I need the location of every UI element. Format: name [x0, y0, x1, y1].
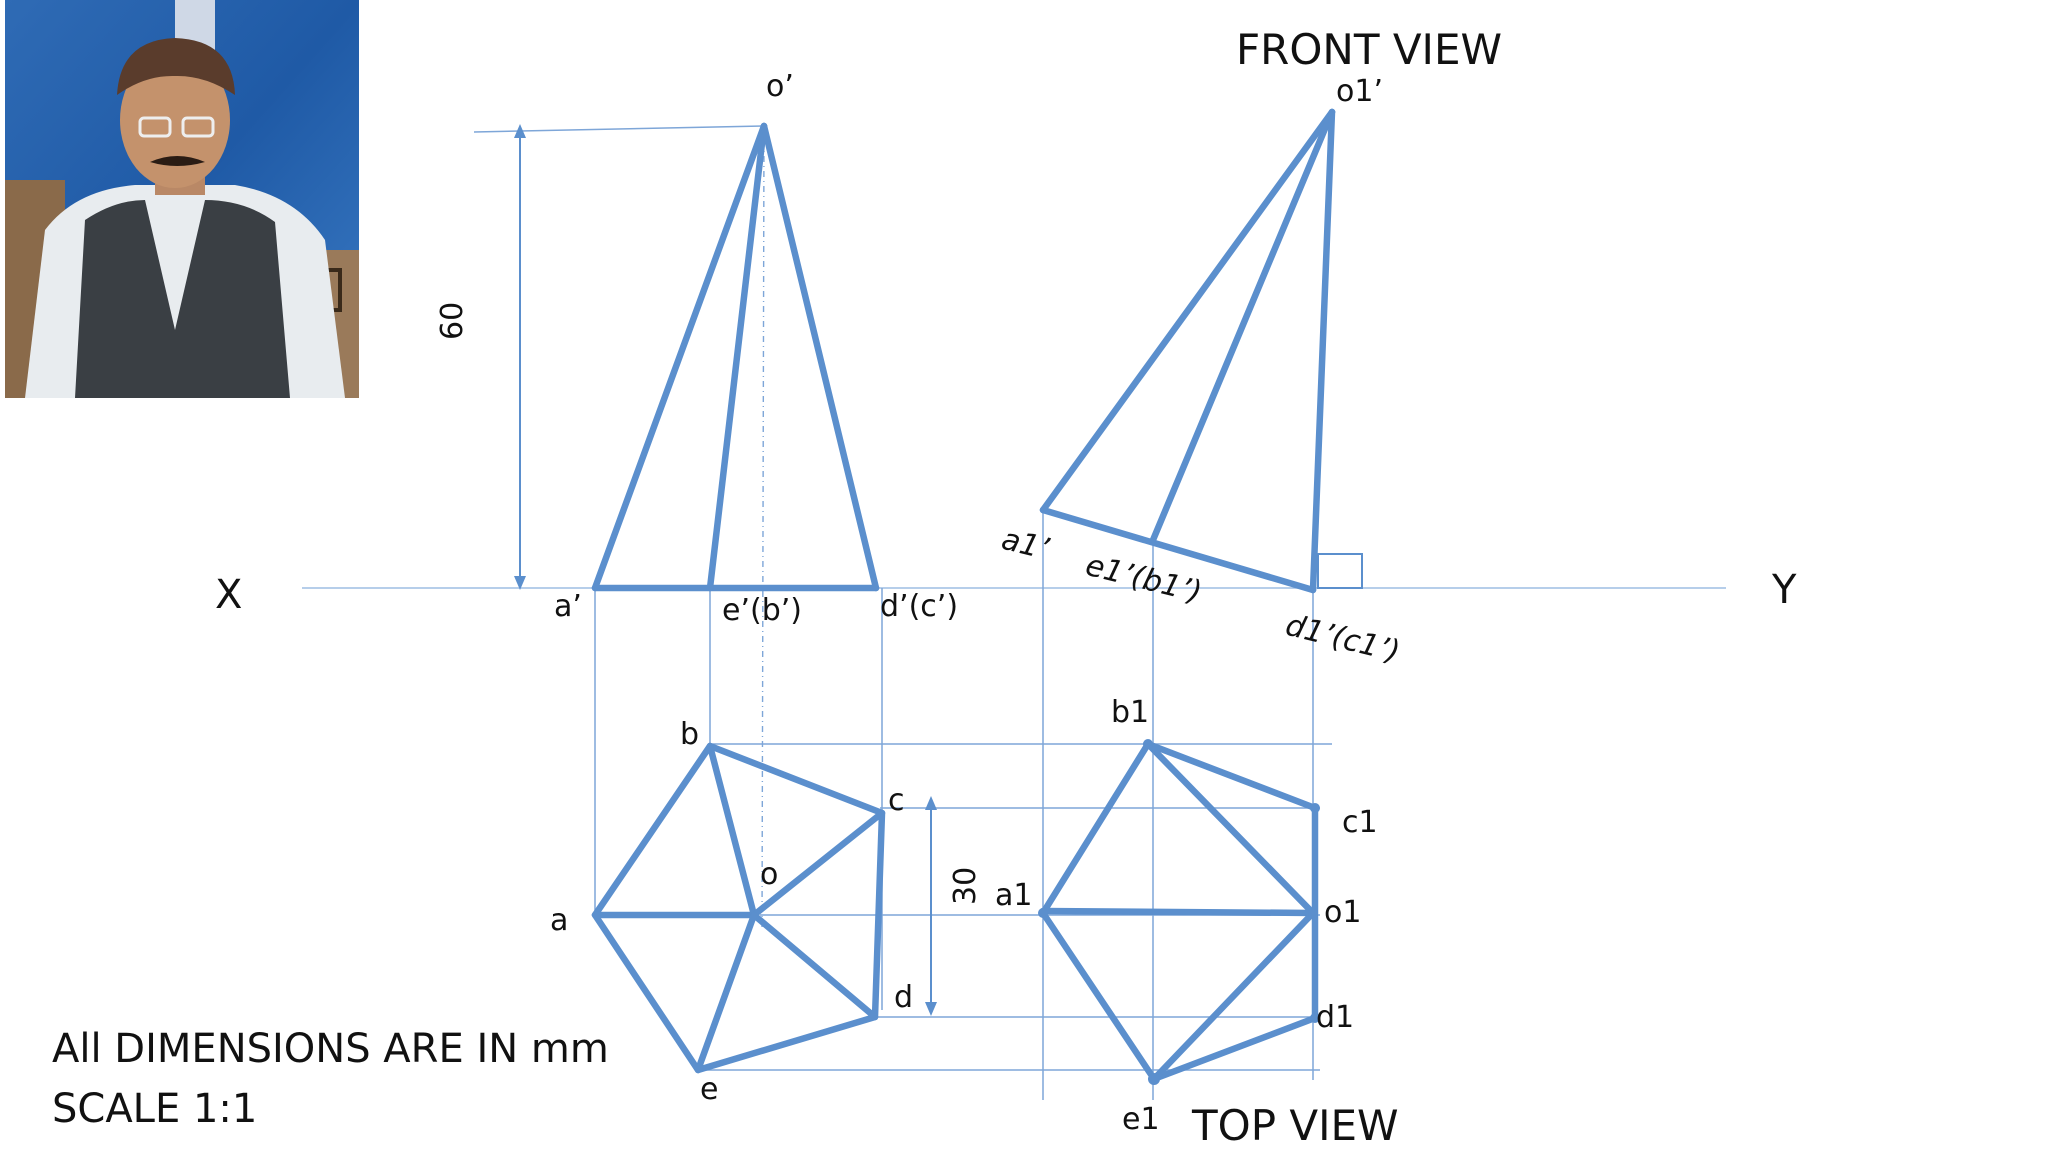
tilted-base-edge [1039, 506, 1317, 594]
right-angle-marker [1317, 553, 1363, 589]
side-dimension-label: 30 [948, 867, 983, 905]
tilted-top-label-b: b1 [1111, 695, 1149, 730]
tilted-radial-b [1144, 740, 1317, 917]
tilted-radial-a [1039, 907, 1317, 917]
tilted-label-a: a1’ [998, 522, 1053, 567]
height-dimension [514, 124, 526, 590]
tilted-radial-e [1150, 909, 1317, 1083]
front-label-a: a’ [554, 589, 582, 624]
radial-od [750, 911, 879, 1021]
front-view-title: FRONT VIEW [1236, 25, 1502, 74]
presenter-photo-art [5, 0, 359, 398]
radial-oe [694, 911, 758, 1074]
presenter-photo [5, 0, 359, 398]
tilted-label-apex: o1’ [1336, 74, 1383, 109]
axis-centre-line [761, 125, 765, 931]
y-label: Y [1771, 567, 1797, 613]
pentagon-outline [591, 742, 886, 1074]
front-label-eb: e’(b’) [722, 593, 802, 628]
radial-oc [750, 809, 886, 919]
tilted-top-label-e: e1 [1122, 1102, 1160, 1137]
top-label-a: a [550, 903, 568, 938]
tilted-top-label-c: c1 [1342, 805, 1378, 840]
front-view-tilted [1039, 108, 1363, 594]
top-view-tilted [1038, 739, 1320, 1085]
tilted-label-dc: d1’(c1’) [1282, 608, 1403, 670]
top-label-o: o [760, 857, 778, 892]
top-label-e: e [700, 1072, 718, 1107]
x-label: X [215, 572, 242, 618]
top-view-title: TOP VIEW [1191, 1101, 1399, 1150]
scale-note: SCALE 1:1 [52, 1086, 257, 1132]
slant-edge-eb [706, 122, 768, 592]
tilted-slant-eb [1149, 108, 1336, 544]
tilted-top-label-a: a1 [995, 878, 1032, 913]
tilted-top-label-o: o1 [1324, 895, 1361, 930]
radial-ob [706, 742, 758, 919]
tilted-slant-dc [1309, 108, 1336, 594]
slant-edge-dc [760, 122, 880, 592]
height-dimension-label: 60 [435, 302, 470, 340]
front-label-dc: d’(c’) [880, 589, 958, 624]
top-label-b: b [680, 717, 699, 752]
tilted-label-eb: e1’(b1’) [1082, 548, 1205, 611]
front-label-apex: o’ [766, 69, 794, 104]
front-view-upright [591, 122, 880, 592]
top-label-d: d [894, 980, 913, 1015]
slant-edge-a [591, 122, 768, 592]
dimensions-note: All DIMENSIONS ARE IN mm [52, 1026, 609, 1072]
tilted-top-label-d: d1 [1316, 1000, 1354, 1035]
tilted-slant-a [1039, 108, 1336, 514]
top-label-c: c [888, 783, 905, 818]
side-dimension [925, 796, 937, 1016]
top-view-upright [591, 742, 886, 1074]
